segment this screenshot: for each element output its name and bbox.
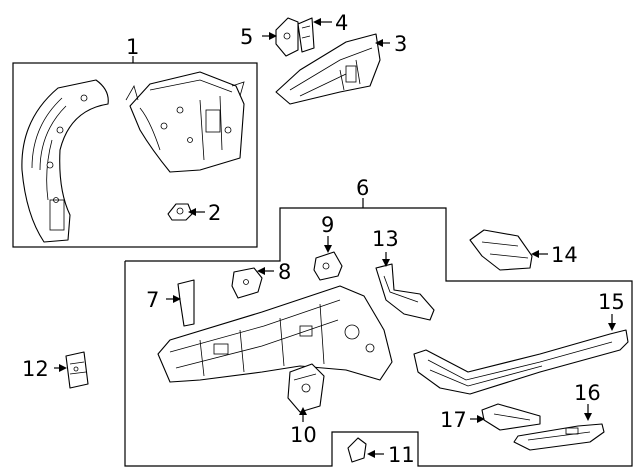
callout-16: 16 bbox=[574, 381, 601, 405]
rocker-panel-part-15 bbox=[413, 329, 629, 395]
bracket-part-7 bbox=[177, 279, 195, 327]
callout-6: 6 bbox=[356, 176, 369, 200]
bracket-part-8 bbox=[231, 267, 263, 299]
leader-arrows bbox=[54, 18, 616, 458]
bracket-part-14 bbox=[469, 229, 533, 271]
callout-1: 1 bbox=[126, 35, 139, 59]
callout-7: 7 bbox=[146, 288, 159, 312]
group-box-1 bbox=[12, 62, 258, 248]
wheelhouse-panel-part bbox=[125, 71, 245, 173]
bracket-part-12 bbox=[65, 351, 89, 389]
callout-9: 9 bbox=[321, 213, 334, 237]
callout-11: 11 bbox=[388, 443, 415, 467]
callout-14: 14 bbox=[551, 243, 578, 267]
callout-10: 10 bbox=[290, 423, 317, 447]
bracket-part-10 bbox=[287, 363, 325, 413]
callout-12: 12 bbox=[22, 357, 49, 381]
callout-8: 8 bbox=[278, 260, 291, 284]
callout-3: 3 bbox=[394, 32, 407, 56]
callout-5: 5 bbox=[240, 25, 253, 49]
apron-rail-part-3 bbox=[275, 33, 381, 105]
clip-part-2 bbox=[167, 203, 193, 221]
callout-15: 15 bbox=[598, 290, 625, 314]
bracket-part-4 bbox=[297, 17, 315, 53]
bracket-part-13 bbox=[375, 263, 435, 321]
bracket-part-5 bbox=[275, 17, 299, 57]
callout-13: 13 bbox=[372, 227, 399, 251]
frame-rail-part bbox=[157, 285, 393, 383]
group-box-6 bbox=[124, 207, 633, 467]
callout-17: 17 bbox=[440, 408, 467, 432]
clip-part-11 bbox=[347, 437, 367, 463]
callout-2: 2 bbox=[208, 201, 221, 225]
bracket-part-9 bbox=[313, 251, 343, 281]
wheelhouse-arch-part bbox=[21, 79, 109, 243]
callout-4: 4 bbox=[335, 11, 348, 35]
bracket-part-17 bbox=[481, 403, 541, 431]
bracket-part-16 bbox=[513, 423, 605, 451]
